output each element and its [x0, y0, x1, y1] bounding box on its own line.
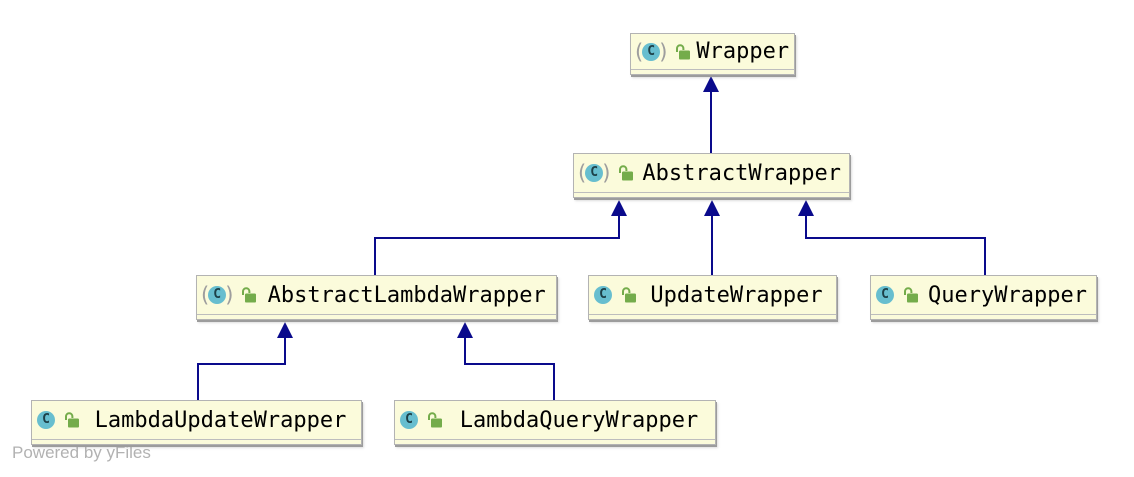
inheritance-arrowhead-icon [457, 322, 473, 338]
class-node-header: C QueryWrapper [871, 276, 1096, 315]
members-compartment [32, 440, 361, 444]
class-node-header: ( C ) Wrapper [631, 34, 794, 70]
class-node-abstractwrapper[interactable]: ( C ) AbstractWrapper [573, 153, 850, 198]
open-lock-icon [428, 412, 442, 428]
class-name: LambdaUpdateWrapper [94, 407, 347, 433]
paren-open: ( [635, 39, 644, 64]
class-node-header: ( C ) AbstractWrapper [574, 154, 849, 193]
class-node-header: C LambdaUpdateWrapper [32, 401, 361, 440]
class-node-lambdaupdatewrapper[interactable]: C LambdaUpdateWrapper [31, 400, 362, 445]
paren-close: ) [225, 283, 234, 307]
open-lock-icon [619, 165, 634, 181]
class-node-wrapper[interactable]: ( C ) Wrapper [630, 33, 795, 75]
class-icon: C [400, 411, 418, 429]
class-icon: C [594, 286, 612, 304]
class-node-querywrapper[interactable]: C QueryWrapper [870, 275, 1097, 320]
class-name: QueryWrapper [928, 282, 1087, 308]
class-node-header: C UpdateWrapper [589, 276, 836, 315]
class-icon: C [37, 411, 55, 429]
class-node-updatewrapper[interactable]: C UpdateWrapper [588, 275, 837, 320]
members-compartment [395, 440, 715, 444]
members-compartment [197, 315, 556, 319]
inheritance-arrowhead-icon [611, 200, 627, 216]
class-c-badge: C [594, 286, 612, 304]
class-node-abstractlambdawrapper[interactable]: ( C ) AbstractLambdaWrapper [196, 275, 557, 320]
class-name: Wrapper [696, 39, 790, 64]
abstract-class-icon: ( C ) [635, 39, 668, 64]
class-name: AbstractWrapper [642, 160, 842, 186]
open-lock-icon [242, 287, 257, 303]
abstract-class-icon: ( C ) [201, 283, 234, 307]
open-lock-icon [622, 287, 636, 303]
inheritance-arrowhead-icon [798, 200, 814, 216]
class-name: UpdateWrapper [650, 282, 823, 308]
class-c-badge: C [400, 411, 418, 429]
class-c-badge: C [37, 411, 55, 429]
yfiles-watermark: Powered by yFiles [12, 443, 151, 462]
class-c-badge: C [876, 286, 894, 304]
class-name: AbstractLambdaWrapper [267, 282, 546, 308]
members-compartment [871, 315, 1096, 319]
paren-open: ( [578, 161, 587, 185]
paren-close: ) [602, 161, 611, 185]
inheritance-arrowhead-icon [704, 200, 720, 216]
class-icon: C [876, 286, 894, 304]
open-lock-icon [904, 287, 918, 303]
open-lock-icon [676, 43, 691, 59]
members-compartment [589, 315, 836, 319]
inheritance-arrowhead-icon [703, 76, 719, 92]
inheritance-arrowhead-icon [277, 322, 293, 338]
members-compartment [631, 70, 794, 74]
class-node-header: ( C ) AbstractLambdaWrapper [197, 276, 556, 315]
abstract-class-icon: ( C ) [578, 161, 611, 185]
class-node-header: C LambdaQueryWrapper [395, 401, 715, 440]
open-lock-icon [65, 412, 79, 428]
class-c-badge: C [208, 286, 227, 304]
class-c-badge: C [642, 42, 661, 61]
paren-open: ( [201, 283, 210, 307]
class-node-lambdaquerywrapper[interactable]: C LambdaQueryWrapper [394, 400, 716, 445]
paren-close: ) [659, 39, 668, 64]
class-c-badge: C [585, 164, 604, 182]
class-name: LambdaQueryWrapper [459, 407, 699, 433]
members-compartment [574, 193, 849, 197]
